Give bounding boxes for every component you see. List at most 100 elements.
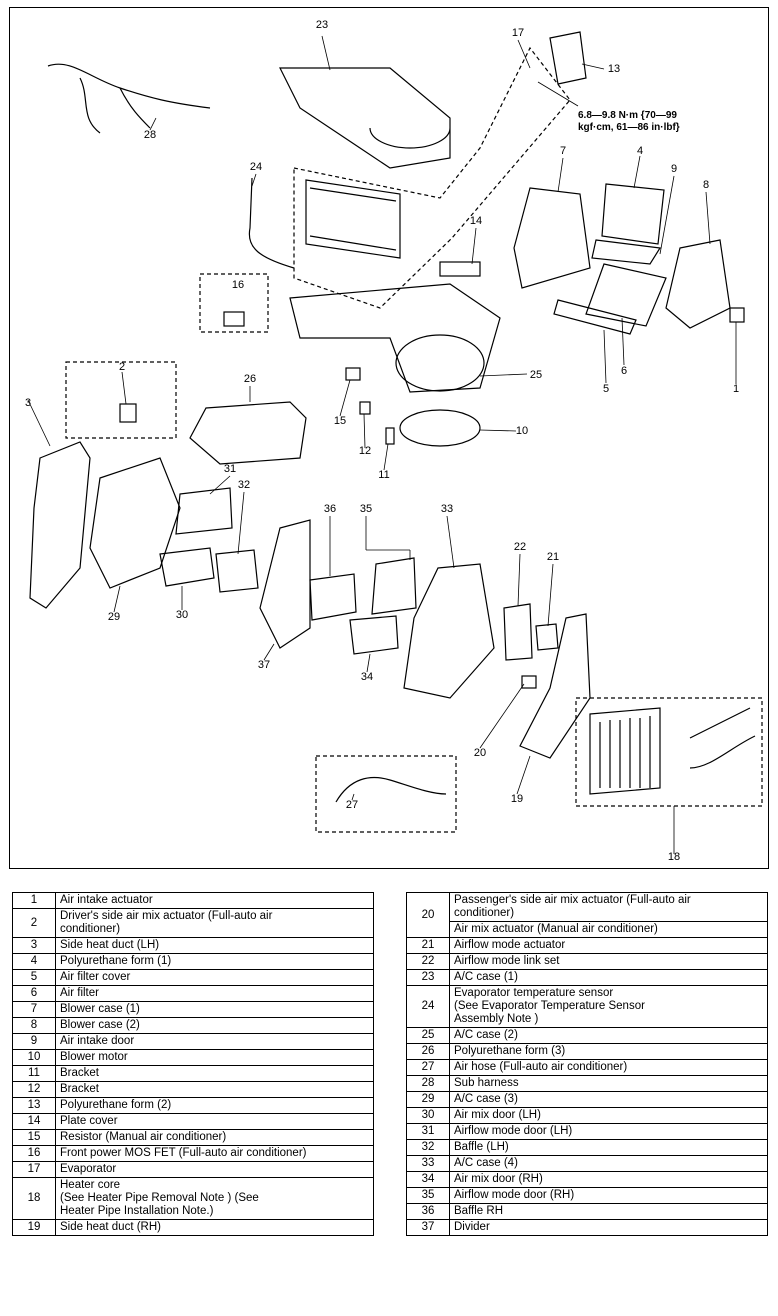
part-description: Bracket — [55, 1065, 374, 1082]
part-description: Blower case (2) — [55, 1017, 374, 1034]
link-set-shape — [503, 603, 533, 661]
part-description-line: Plate cover — [60, 1115, 118, 1127]
part-description-line: A/C case (4) — [454, 1157, 518, 1169]
callout-4: 4 — [637, 145, 643, 157]
part-description: Plate cover — [55, 1113, 374, 1130]
part-number: 8 — [12, 1017, 56, 1034]
part-description-alt: Air mix actuator (Manual air conditioner… — [449, 921, 768, 938]
part-description-line: Divider — [454, 1221, 490, 1233]
callout-36: 36 — [324, 503, 336, 515]
baffle-rh-shape — [309, 573, 357, 621]
blower-case-2-shape — [665, 239, 731, 329]
part-number: 11 — [12, 1065, 56, 1082]
ac-case-3-shape — [89, 457, 181, 589]
part-number: 5 — [12, 969, 56, 986]
part-description: Air filter cover — [55, 969, 374, 986]
part-number: 26 — [406, 1043, 450, 1060]
part-description: Blower motor — [55, 1049, 374, 1066]
part-description-line: Sub harness — [454, 1077, 519, 1089]
parts-row: 14 Plate cover — [12, 1113, 374, 1130]
part-description: Baffle (LH) — [449, 1139, 768, 1156]
part-description-line: Airflow mode door (RH) — [454, 1189, 575, 1201]
blower-motor-shape — [399, 409, 481, 447]
poly-form-3-shape — [189, 401, 307, 465]
part-number: 28 — [406, 1075, 450, 1092]
part-description: Evaporator — [55, 1161, 374, 1178]
part-description-line: Air mix door (RH) — [454, 1173, 543, 1185]
air-hose-shape — [335, 776, 447, 803]
sub-harness-shape — [47, 63, 211, 134]
sensor-shape — [248, 177, 295, 269]
actuator-box — [65, 361, 177, 439]
ac-case-4-shape — [403, 563, 495, 699]
part-description-line: Airflow mode door (LH) — [454, 1125, 573, 1137]
part-description: Divider — [449, 1219, 768, 1236]
callout-1: 1 — [733, 383, 739, 395]
part-description-line: Air hose (Full-auto air conditioner) — [454, 1061, 628, 1073]
part-description: Resistor (Manual air conditioner) — [55, 1129, 374, 1146]
part-description-line: Evaporator — [60, 1163, 117, 1175]
part-description-line: Driver's side air mix actuator (Full-aut… — [60, 910, 273, 922]
part-number: 14 — [12, 1113, 56, 1130]
part-description: Airflow mode door (RH) — [449, 1187, 768, 1204]
part-number: 23 — [406, 969, 450, 986]
part-description-line: Side heat duct (RH) — [60, 1221, 161, 1233]
callout-8: 8 — [703, 179, 709, 191]
part-description-line: Assembly Note ) — [454, 1013, 539, 1025]
callout-31: 31 — [224, 463, 236, 475]
part-description-line: Resistor (Manual air conditioner) — [60, 1131, 227, 1143]
air-hose-box — [315, 755, 457, 833]
part-description: Sub harness — [449, 1075, 768, 1092]
part-description-line: Blower case (2) — [60, 1019, 140, 1031]
part-number: 24 — [406, 985, 450, 1028]
callout-19: 19 — [511, 793, 523, 805]
part-description: Air filter — [55, 985, 374, 1002]
part-number: 9 — [12, 1033, 56, 1050]
part-description-line: Polyurethane form (1) — [60, 955, 172, 967]
callout-13: 13 — [608, 63, 620, 75]
part-description-line: Heater Pipe Installation Note.) — [60, 1205, 214, 1217]
part-number: 13 — [12, 1097, 56, 1114]
evaporator-box — [293, 46, 571, 309]
callout-18: 18 — [668, 851, 680, 863]
part-description-line: (See Evaporator Temperature Sensor — [454, 1000, 645, 1012]
part-description-line: Air filter — [60, 987, 99, 999]
callout-3: 3 — [25, 397, 31, 409]
callout-21: 21 — [547, 551, 559, 563]
callout-15: 15 — [334, 415, 346, 427]
heater-core-shape — [589, 707, 661, 795]
callout-20: 20 — [474, 747, 486, 759]
plate-cover-shape — [439, 261, 481, 277]
part-description: A/C case (1) — [449, 969, 768, 986]
part-description: A/C case (2) — [449, 1027, 768, 1044]
part-description-line: Baffle RH — [454, 1205, 504, 1217]
part-number: 19 — [12, 1219, 56, 1236]
callout-10: 10 — [516, 425, 528, 437]
door-34-shape — [349, 615, 399, 655]
heater-core-box — [575, 697, 763, 807]
part-description: Airflow mode link set — [449, 953, 768, 970]
part-description: Air intake actuator — [55, 892, 374, 909]
part-number: 20 — [406, 892, 450, 938]
part-description: Air intake door — [55, 1033, 374, 1050]
parts-row: 8 Blower case (2) — [12, 1017, 374, 1034]
part-number: 30 — [406, 1107, 450, 1124]
divider-shape — [259, 519, 311, 649]
callout-30: 30 — [176, 609, 188, 621]
part-description-line: conditioner) — [60, 923, 121, 935]
torque-spec-line-2: kgf·cm, 61—86 in·lbf} — [578, 122, 680, 133]
callout-26: 26 — [244, 373, 256, 385]
